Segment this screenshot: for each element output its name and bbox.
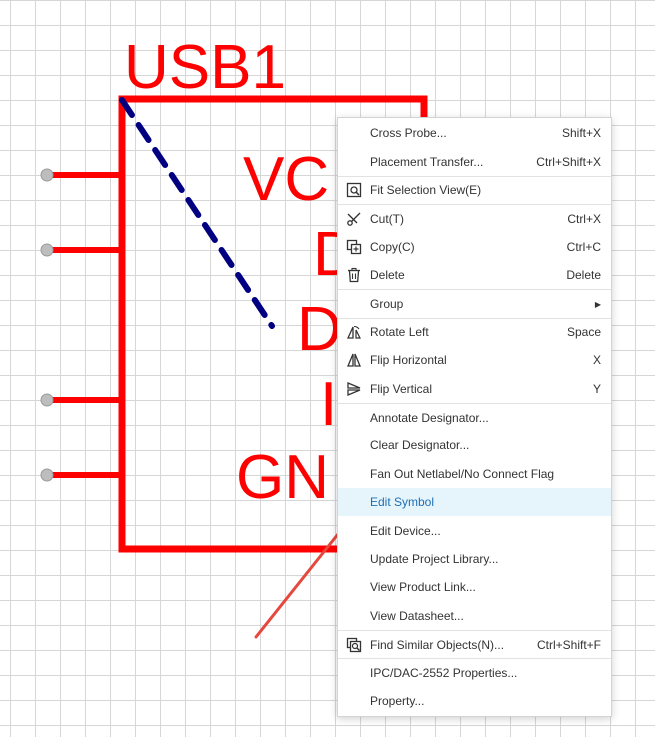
menu-item-cut-t[interactable]: Cut(T) Ctrl+X bbox=[338, 204, 611, 232]
menu-item-label: Update Project Library... bbox=[370, 552, 499, 567]
menu-item-shortcut: Ctrl+Shift+F bbox=[536, 637, 601, 652]
pin-2[interactable] bbox=[40, 243, 122, 257]
menu-item-shortcut: Ctrl+X bbox=[567, 211, 601, 226]
icon-slot bbox=[344, 294, 364, 314]
pin-end-marker bbox=[40, 393, 54, 407]
menu-item-fit-selection-view-e[interactable]: Fit Selection View(E) bbox=[338, 175, 611, 204]
menu-item-property[interactable]: Property... bbox=[338, 687, 611, 715]
menu-item-label: Cross Probe... bbox=[370, 126, 447, 141]
menu-item-delete[interactable]: Delete Delete bbox=[338, 261, 611, 289]
pin-label-d-plus: D bbox=[297, 295, 342, 364]
pin-3[interactable] bbox=[40, 393, 122, 407]
menu-item-view-product-link[interactable]: View Product Link... bbox=[338, 573, 611, 601]
flip-vertical-icon bbox=[344, 379, 364, 399]
menu-item-shortcut: Ctrl+C bbox=[566, 239, 601, 254]
menu-item-label: Delete bbox=[370, 268, 405, 283]
menu-item-label: Find Similar Objects(N)... bbox=[370, 637, 505, 652]
pin-1[interactable] bbox=[40, 168, 122, 182]
menu-item-shortcut: Ctrl+Shift+X bbox=[536, 154, 601, 169]
pin-end-marker bbox=[40, 243, 54, 257]
rotate-left-icon bbox=[344, 322, 364, 342]
submenu-arrow-icon: ▶ bbox=[594, 299, 601, 309]
menu-item-label: Flip Horizontal bbox=[370, 353, 447, 368]
icon-slot bbox=[344, 691, 364, 711]
icon-slot bbox=[344, 521, 364, 541]
menu-item-label: View Datasheet... bbox=[370, 608, 464, 623]
menu-item-shortcut: Delete bbox=[566, 268, 601, 283]
menu-item-shortcut: X bbox=[592, 353, 601, 368]
icon-slot bbox=[344, 577, 364, 597]
menu-item-group[interactable]: Group ▶ bbox=[338, 289, 611, 317]
trash-icon bbox=[344, 265, 364, 285]
menu-item-copy-c[interactable]: Copy(C) Ctrl+C bbox=[338, 233, 611, 261]
menu-item-label: Cut(T) bbox=[370, 211, 404, 226]
context-menu: Cross Probe... Shift+X Placement Transfer.… bbox=[337, 117, 612, 718]
dashed-wire[interactable] bbox=[119, 97, 275, 329]
icon-slot bbox=[344, 408, 364, 428]
menu-item-label: Fit Selection View(E) bbox=[370, 183, 482, 198]
menu-item-label: Placement Transfer... bbox=[370, 154, 484, 169]
flip-horizontal-icon bbox=[344, 350, 364, 370]
menu-item-fan-out-netlabel-no-connect-flag[interactable]: Fan Out Netlabel/No Connect Flag bbox=[338, 460, 611, 488]
pin-end-marker bbox=[40, 468, 54, 482]
icon-slot bbox=[344, 492, 364, 512]
menu-item-label: Copy(C) bbox=[370, 239, 415, 254]
menu-item-shortcut: Shift+X bbox=[561, 126, 601, 141]
menu-item-label: IPC/DAC-2552 Properties... bbox=[370, 666, 518, 681]
pin-label-id: I bbox=[320, 370, 337, 439]
menu-item-label: Fan Out Netlabel/No Connect Flag bbox=[370, 466, 555, 481]
icon-slot bbox=[344, 152, 364, 172]
menu-item-label: Group bbox=[370, 297, 404, 312]
icon-slot bbox=[344, 606, 364, 626]
menu-item-label: View Product Link... bbox=[370, 580, 476, 595]
menu-item-flip-horizontal[interactable]: Flip Horizontal X bbox=[338, 346, 611, 374]
menu-item-clear-designator[interactable]: Clear Designator... bbox=[338, 431, 611, 459]
icon-slot bbox=[344, 123, 364, 143]
icon-slot bbox=[344, 435, 364, 455]
menu-item-label: Flip Vertical bbox=[370, 381, 433, 396]
menu-item-edit-symbol[interactable]: Edit Symbol bbox=[338, 488, 611, 517]
menu-item-label: Edit Symbol bbox=[370, 495, 435, 510]
copy-icon bbox=[344, 237, 364, 257]
icon-slot bbox=[344, 464, 364, 484]
menu-item-update-project-library[interactable]: Update Project Library... bbox=[338, 545, 611, 573]
menu-item-find-similar-objects-n[interactable]: Find Similar Objects(N)... Ctrl+Shift+F bbox=[338, 630, 611, 658]
menu-item-cross-probe[interactable]: Cross Probe... Shift+X bbox=[338, 119, 611, 147]
menu-item-label: Annotate Designator... bbox=[370, 410, 489, 425]
pin-4[interactable] bbox=[40, 468, 122, 482]
menu-item-shortcut: Space bbox=[566, 325, 601, 340]
menu-item-flip-vertical[interactable]: Flip Vertical Y bbox=[338, 375, 611, 403]
designator-label[interactable]: USB1 bbox=[124, 33, 286, 102]
menu-item-shortcut: Y bbox=[592, 381, 601, 396]
menu-item-ipc-dac-2552-properties[interactable]: IPC/DAC-2552 Properties... bbox=[338, 658, 611, 686]
menu-item-rotate-left[interactable]: Rotate Left Space bbox=[338, 317, 611, 346]
scissors-icon bbox=[344, 209, 364, 229]
fit-view-icon bbox=[344, 180, 364, 200]
menu-item-label: Property... bbox=[370, 694, 425, 708]
pin-label-vcc: VC bbox=[243, 145, 329, 214]
menu-item-annotate-designator[interactable]: Annotate Designator... bbox=[338, 402, 611, 431]
icon-slot bbox=[344, 549, 364, 569]
menu-item-label: Rotate Left bbox=[370, 325, 429, 340]
menu-item-label: Edit Device... bbox=[370, 523, 441, 538]
pin-end-marker bbox=[40, 168, 54, 182]
pin-label-gnd: GN bbox=[236, 443, 329, 512]
menu-item-edit-device[interactable]: Edit Device... bbox=[338, 516, 611, 544]
icon-slot bbox=[344, 663, 364, 683]
menu-item-placement-transfer[interactable]: Placement Transfer... Ctrl+Shift+X bbox=[338, 147, 611, 175]
menu-item-view-datasheet[interactable]: View Datasheet... bbox=[338, 602, 611, 630]
find-similar-icon bbox=[344, 635, 364, 655]
menu-item-label: Clear Designator... bbox=[370, 438, 470, 453]
